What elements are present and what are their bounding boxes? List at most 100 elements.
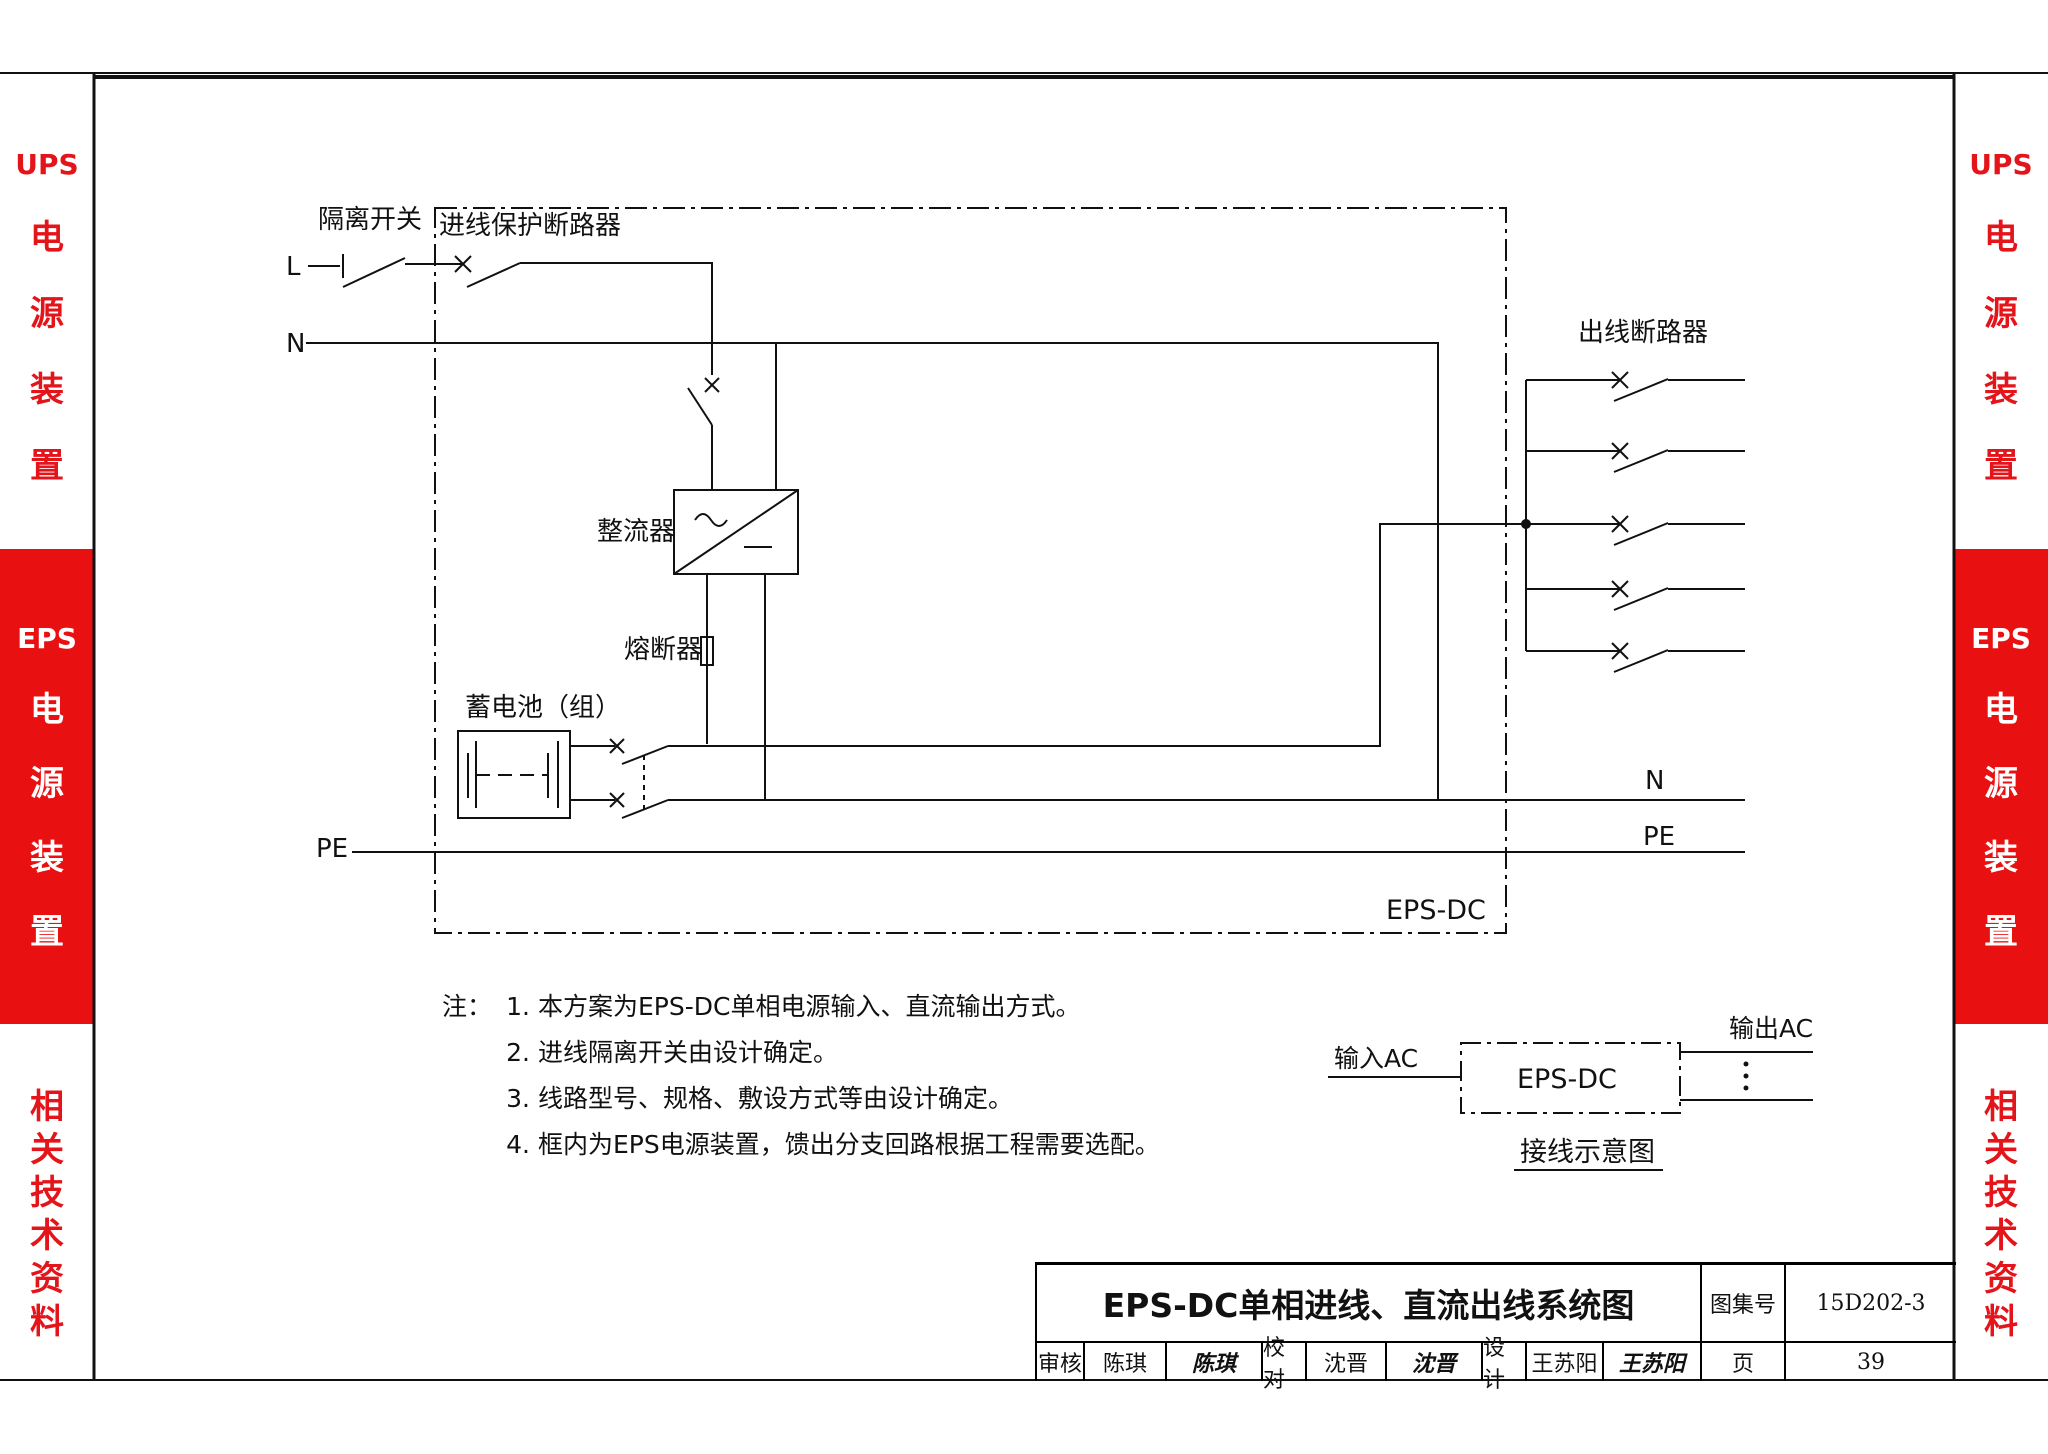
side-tab-eps-label: EPS: [1971, 621, 2031, 655]
sketch-output-dots: [1743, 1061, 1749, 1091]
output-breaker-blade: [1613, 378, 1669, 402]
sketch-dot: [1743, 1073, 1749, 1079]
side-tab-eps-label: EPS: [17, 621, 77, 655]
sketch-caption: 接线示意图: [1520, 1137, 1655, 1168]
side-tab-char: 装: [30, 370, 64, 410]
fuse: [700, 636, 714, 666]
fuse-label: 熔断器: [624, 635, 702, 665]
side-tab-char: 料: [30, 1302, 64, 1342]
review-label: 审核: [1037, 1352, 1082, 1377]
checker-name: 沈晋: [1323, 1352, 1368, 1377]
side-tab-ups-left: UPS 电 源 装 置: [0, 120, 94, 508]
reviewer-name: 陈琪: [1102, 1352, 1147, 1377]
output-breaker-x: [1611, 580, 1629, 598]
input-breaker-blade: [466, 262, 521, 288]
side-tab-char: 关: [1984, 1130, 2018, 1170]
side-tab-char: 置: [1984, 446, 2018, 486]
output-breaker-x: [1611, 515, 1629, 533]
atlas-no-label: 图集号: [1709, 1293, 1776, 1318]
side-tab-char: 置: [1984, 911, 2018, 952]
note-number: 3.: [506, 1084, 530, 1113]
side-tab-char: 电: [30, 689, 64, 730]
side-tab-char: 术: [1984, 1216, 2018, 1256]
sketch-input-label: 输入AC: [1334, 1044, 1418, 1073]
output-breakers-label: 出线断路器: [1578, 318, 1708, 348]
note-number: 2.: [506, 1038, 530, 1067]
sketch-output-label: 输出AC: [1729, 1014, 1813, 1043]
side-tab-related-right: 相 关 技 术 资 料: [1954, 1040, 2048, 1380]
output-breaker-x: [1611, 642, 1629, 660]
eps-box-label: EPS-DC: [1386, 895, 1486, 926]
note-text: 本方案为EPS-DC单相电源输入、直流输出方式。: [538, 992, 1081, 1021]
output-bus-junction: [1521, 519, 1531, 529]
side-tab-char: 装: [1984, 370, 2018, 410]
atlas-no: 15D202-3: [1816, 1290, 1926, 1316]
side-tab-char: 技: [1984, 1173, 2018, 1213]
pe-out-label: PE: [1643, 822, 1675, 852]
battery-breaker-x: [609, 738, 625, 754]
battery: [457, 730, 571, 819]
side-tab-eps-left: EPS 电 源 装 置: [0, 549, 94, 1024]
l-phase-wire: [520, 262, 713, 375]
drawing-title: EPS-DC单相进线、直流出线系统图: [1102, 1286, 1635, 1325]
n-in-label: N: [286, 329, 305, 359]
rectifier-breaker-x: [704, 377, 720, 393]
designer-signature: 王苏阳: [1618, 1351, 1685, 1377]
output-breaker-blade: [1613, 587, 1669, 611]
side-tab-char: 电: [30, 218, 64, 258]
notes-label: 注：: [442, 992, 493, 1021]
note-item: 4. 框内为EPS电源装置，馈出分支回路根据工程需要选配。: [442, 1122, 1160, 1168]
side-tab-char: 装: [30, 837, 64, 878]
rectifier-breaker-blade: [687, 387, 713, 426]
eps-enclosure: [434, 207, 1507, 934]
battery-breaker-x: [609, 792, 625, 808]
sketch-dot: [1743, 1085, 1749, 1091]
side-tab-char: 相: [1984, 1087, 2018, 1127]
checker-signature: 沈晋: [1411, 1351, 1456, 1377]
output-breaker-x: [1611, 371, 1629, 389]
side-tab-char: 置: [30, 911, 64, 952]
side-tab-char: 相: [30, 1087, 64, 1127]
side-tab-char: 电: [1984, 218, 2018, 258]
side-tab-char: 源: [1984, 294, 2018, 334]
note-item: 注： 1. 本方案为EPS-DC单相电源输入、直流输出方式。: [442, 984, 1160, 1030]
notes: 注： 1. 本方案为EPS-DC单相电源输入、直流输出方式。 2. 进线隔离开关…: [442, 984, 1160, 1168]
note-number: 1.: [506, 992, 530, 1021]
rectifier-ac-symbol: [694, 513, 728, 527]
input-breaker-label: 进线保护断路器: [439, 211, 621, 241]
rectifier-diagonal: [673, 489, 799, 575]
side-tab-related-left: 相 关 技 术 资 料: [0, 1040, 94, 1380]
design-label: 设计: [1483, 1336, 1506, 1393]
side-tab-eps-right: EPS 电 源 装 置: [1954, 549, 2048, 1024]
side-tab-char: 源: [30, 763, 64, 804]
title-block: EPS-DC单相进线、直流出线系统图 图集号 15D202-3 审核 陈琪 陈琪…: [1035, 1262, 1956, 1393]
sketch-eps-box: [1460, 1042, 1681, 1114]
output-breaker-blade: [1613, 649, 1669, 673]
l-label: L: [286, 252, 301, 282]
side-tab-char: 资: [30, 1259, 64, 1299]
isolating-switch-blade: [342, 257, 406, 288]
side-tab-ups-label: UPS: [1969, 148, 2033, 181]
side-tab-char: 电: [1984, 689, 2018, 730]
side-tab-char: 技: [30, 1173, 64, 1213]
sketch-box-label: EPS-DC: [1517, 1064, 1617, 1095]
side-tab-char: 关: [30, 1130, 64, 1170]
side-tab-ups-label: UPS: [15, 148, 79, 181]
isolating-switch-label: 隔离开关: [318, 205, 422, 235]
side-tab-ups-right: UPS 电 源 装 置: [1954, 120, 2048, 508]
rectifier: [673, 489, 799, 575]
side-tab-char: 置: [30, 446, 64, 486]
input-breaker-x: [454, 255, 472, 273]
side-tab-char: 源: [1984, 763, 2018, 804]
output-breakers: [1526, 371, 1745, 673]
reviewer-signature: 陈琪: [1191, 1351, 1236, 1377]
side-tab-char: 源: [30, 294, 64, 334]
pe-in-label: PE: [316, 834, 348, 864]
side-tab-char: 术: [30, 1216, 64, 1256]
side-tab-char: 装: [1984, 837, 2018, 878]
side-tab-char: 料: [1984, 1302, 2018, 1342]
output-breaker-blade: [1613, 522, 1669, 546]
dc-output-wire: [668, 523, 1526, 747]
note-text: 线路型号、规格、敷设方式等由设计确定。: [538, 1084, 1014, 1113]
